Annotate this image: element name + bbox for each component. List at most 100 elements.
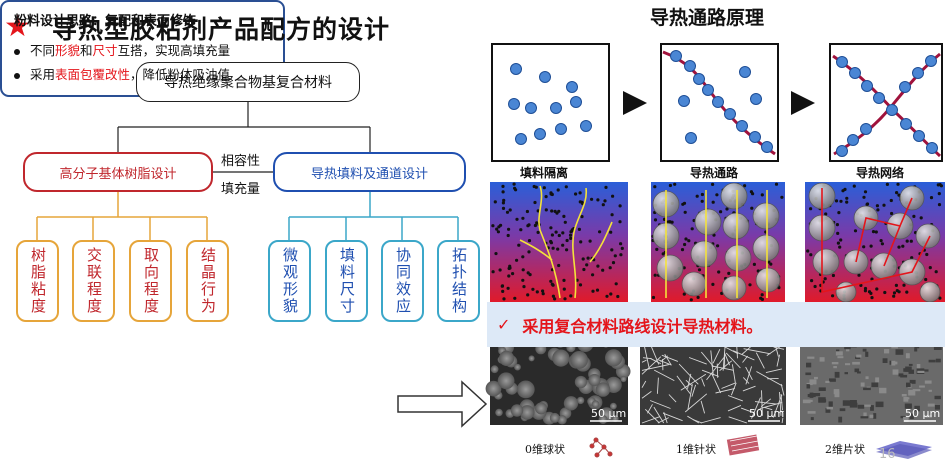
matrix-particle: [653, 185, 657, 189]
matrix-particle: [611, 194, 615, 198]
sem-needle: [772, 394, 783, 418]
sem-needle: [722, 344, 726, 371]
scale-label-1: 50 μm: [591, 407, 627, 420]
matrix-particle: [809, 207, 813, 211]
sem-flake: [865, 351, 869, 357]
matrix-particle: [610, 248, 614, 252]
sem-flake: [810, 417, 814, 421]
sem-flake: [845, 363, 851, 366]
sem-needle: [657, 417, 669, 424]
matrix-particle: [611, 261, 616, 265]
sem-needle: [641, 364, 670, 371]
matrix-particle: [501, 201, 505, 205]
powder-design-title: 粉料设计思路：复配和表面修饰: [14, 14, 197, 29]
matrix-particle: [620, 246, 624, 250]
leaf-orientation: 取向程度: [129, 240, 172, 322]
sem-particle: [495, 408, 503, 417]
sem-flake: [860, 382, 865, 387]
matrix-particle: [603, 199, 607, 203]
matrix-particle: [700, 199, 704, 203]
sem-particle: [591, 400, 600, 409]
sem-particle: [620, 375, 627, 383]
sem-flake: [829, 378, 836, 382]
matrix-particle: [870, 296, 874, 300]
matrix-particle: [897, 245, 901, 249]
matrix-particle: [843, 187, 847, 191]
highlight-surface-coating: 表面包覆改性: [55, 67, 131, 82]
sem-needle: [755, 352, 765, 369]
matrix-particle: [894, 283, 899, 287]
sem-flake: [933, 344, 942, 350]
matrix-particle: [857, 273, 861, 277]
sem-flake: [928, 389, 932, 392]
matrix-particle: [810, 279, 814, 283]
matrix-particle: [890, 211, 894, 216]
matrix-particle: [759, 296, 763, 300]
matrix-particle: [869, 244, 873, 248]
leaf-filler-size: 填料尺寸: [325, 240, 368, 322]
matrix-particle: [501, 184, 505, 188]
sem-flake: [914, 348, 918, 352]
matrix-particle: [586, 256, 590, 260]
matrix-particle: [563, 297, 567, 301]
matrix-particle: [938, 296, 942, 300]
matrix-particle: [510, 272, 515, 276]
sem-needle: [732, 350, 755, 361]
matrix-particle: [867, 290, 872, 294]
matrix-particle: [711, 182, 715, 186]
matrix-particle: [585, 263, 589, 267]
sem-flake: [821, 399, 826, 402]
sem-flake: [849, 402, 858, 408]
matrix-particle: [865, 202, 869, 207]
matrix-particle: [925, 252, 929, 257]
text-segment: 采用: [30, 67, 56, 82]
matrix-particle: [845, 200, 849, 204]
resin-design-node: 高分子基体树脂设计: [23, 152, 213, 192]
matrix-particle: [549, 279, 553, 283]
sem-flake: [924, 380, 932, 384]
sem-needle: [742, 385, 756, 392]
sem-needle: [687, 384, 693, 410]
matrix-particle: [500, 284, 504, 288]
matrix-particle: [751, 192, 755, 196]
matrix-particle: [527, 239, 532, 243]
text-segment: 不同: [30, 43, 56, 58]
powder-design-point-2: 采用表面包覆改性，降低粉体吸油值: [14, 64, 230, 83]
sem-needle: [647, 404, 653, 414]
matrix-particle: [515, 217, 519, 221]
matrix-particle: [562, 278, 566, 282]
matrix-particle: [673, 182, 677, 186]
sem-particle: [549, 412, 560, 423]
sem-needle: [730, 382, 737, 396]
matrix-particle: [521, 255, 525, 259]
sem-flake: [928, 359, 936, 363]
sem-needle: [653, 369, 675, 381]
sem-flake: [863, 404, 871, 407]
label-thermal-network: 导热网络: [856, 166, 905, 180]
sem-flake: [809, 392, 814, 398]
matrix-particle: [549, 239, 553, 244]
matrix-particle: [885, 182, 890, 186]
matrix-particle: [618, 220, 622, 224]
check-icon: ✓: [497, 315, 511, 334]
matrix-particle: [534, 185, 538, 189]
simulation-panel-1: [490, 182, 628, 302]
sem-needle: [653, 406, 665, 424]
sem-needle: [701, 369, 719, 377]
matrix-particle: [769, 262, 773, 266]
root-node: 导热绝缘聚合物基复合材料: [136, 62, 360, 102]
sem-needle: [656, 377, 659, 394]
sem-flake: [844, 346, 851, 350]
scale-label-2: 50 μm: [749, 407, 785, 420]
sem-particle: [605, 349, 623, 367]
matrix-particle: [550, 233, 555, 237]
sem-needle: [687, 373, 692, 389]
matrix-particle: [780, 195, 784, 199]
matrix-particle: [513, 186, 517, 190]
matrix-particle: [909, 239, 913, 243]
matrix-particle: [507, 274, 511, 278]
matrix-particle: [939, 184, 944, 188]
matrix-particle: [535, 221, 539, 225]
sem-needle: [658, 359, 672, 366]
